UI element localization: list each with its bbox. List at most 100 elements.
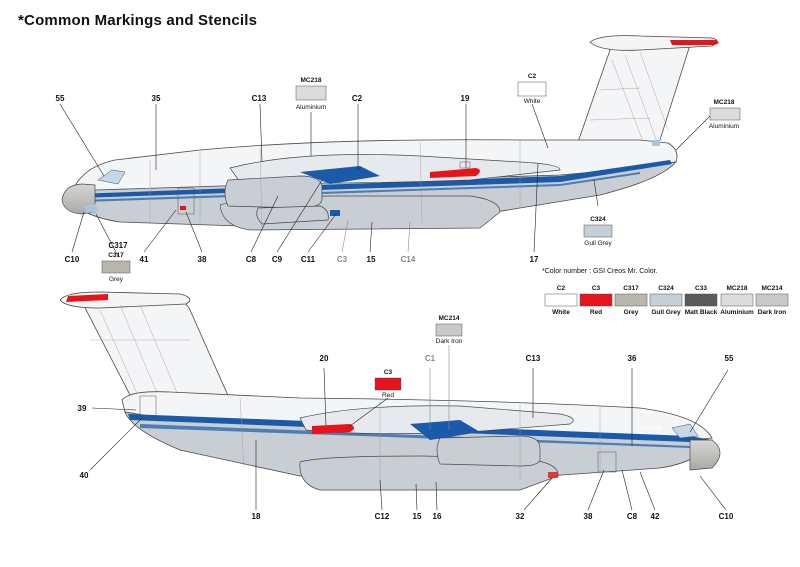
aircraft-left-view: ИЛ-76МД [61, 35, 719, 231]
legend-code: C3 [592, 285, 601, 292]
color-number-note: *Color number : GSI Creos Mr. Color. [542, 268, 658, 275]
swatch-code: MC218 [301, 77, 322, 84]
aircraft-right-view: ИЛ-76МД [59, 291, 721, 491]
callout-leaders [59, 103, 729, 511]
callout-label: 16 [433, 512, 442, 521]
callout-label: 18 [252, 512, 261, 521]
legend-name: Grey [624, 309, 639, 316]
callout-label: C317 [108, 241, 128, 250]
legend-chip [720, 293, 754, 307]
bottom-swatches: MC214 Dark Iron C3 Red [374, 315, 463, 399]
callout-label: C2 [352, 94, 363, 103]
callout-label: 15 [367, 255, 376, 264]
callout-label: C1 [425, 354, 436, 363]
callout-label: 39 [78, 404, 87, 413]
legend-item-c33: C33 Matt Black [685, 285, 718, 316]
top-callouts: 55 35 C13 C2 19 C10 C317 41 38 C8 C9 C11… [56, 94, 539, 264]
swatch-chip [583, 224, 613, 238]
callout-label: C9 [272, 255, 283, 264]
legend-chip [755, 293, 789, 307]
legend-name: Matt Black [685, 309, 718, 316]
legend-item-mc218: MC218 Aluminium [720, 285, 754, 316]
top-swatches: MC218 Aluminium C2 White MC218 Aluminium… [101, 73, 741, 283]
swatch-name: Grey [109, 276, 124, 283]
swatch-name: Aluminium [709, 123, 739, 130]
callout-label: 35 [152, 94, 161, 103]
color-legend: C2 White C3 Red C317 Grey C324 Gull Grey… [544, 285, 789, 316]
legend-code: C33 [695, 285, 707, 292]
legend-code: C324 [658, 285, 674, 292]
swatch-code: C324 [590, 216, 606, 223]
callout-label: C11 [301, 255, 316, 264]
aircraft-registration-top: ИЛ-76МД [128, 184, 150, 190]
swatch-mc218-top: MC218 Aluminium [295, 77, 327, 111]
legend-code: MC218 [727, 285, 748, 292]
swatch-mc214-bottom: MC214 Dark Iron [436, 315, 463, 345]
swatch-code: C2 [528, 73, 537, 80]
swatch-code: MC214 [439, 315, 460, 322]
legend-chip [579, 293, 613, 307]
swatch-code: C3 [384, 369, 393, 376]
legend-name: Aluminium [720, 309, 754, 316]
callout-label: C10 [719, 512, 734, 521]
legend-code: C317 [623, 285, 639, 292]
swatch-chip [101, 260, 131, 274]
swatch-chip [374, 377, 402, 391]
legend-code: MC214 [762, 285, 783, 292]
swatch-mc218-tail: MC218 Aluminium [709, 99, 741, 130]
legend-item-c324: C324 Gull Grey [649, 285, 683, 316]
swatch-chip [295, 85, 327, 101]
callout-label: C10 [65, 255, 80, 264]
callout-label: 55 [725, 354, 734, 363]
page-title: *Common Markings and Stencils [18, 12, 258, 29]
bottom-callouts: 39 40 20 C1 C13 36 55 18 C12 15 16 32 38… [78, 354, 734, 521]
legend-chip [544, 293, 578, 307]
callout-label: 38 [584, 512, 593, 521]
legend-name: Dark Iron [758, 309, 787, 316]
legend-item-c317: C317 Grey [614, 285, 648, 316]
legend-chip [614, 293, 648, 307]
aircraft-registration-bottom: ИЛ-76МД [640, 426, 662, 432]
swatch-name: Aluminium [296, 104, 326, 111]
legend-chip [649, 293, 683, 307]
legend-item-mc214: MC214 Dark Iron [755, 285, 789, 316]
callout-label: C8 [246, 255, 257, 264]
legend-chip [684, 293, 718, 307]
legend-item-c3: C3 Red [579, 285, 613, 316]
callout-label: 42 [651, 512, 660, 521]
legend-name: Gull Grey [651, 309, 681, 316]
callout-label: 40 [80, 471, 89, 480]
swatch-code: C317 [108, 252, 124, 259]
callout-label: C14 [401, 255, 416, 264]
callout-label: 17 [530, 255, 539, 264]
callout-label: 19 [461, 94, 470, 103]
callout-label: 20 [320, 354, 329, 363]
swatch-name: Gull Grey [584, 240, 612, 247]
swatch-chip [517, 81, 547, 97]
swatch-c324-top: C324 Gull Grey [583, 216, 613, 247]
swatch-name: Dark Iron [436, 338, 463, 345]
callout-label: 32 [516, 512, 525, 521]
legend-name: Red [590, 309, 602, 316]
swatch-chip [709, 107, 741, 121]
callout-label: C13 [526, 354, 541, 363]
legend-item-c2: C2 White [544, 285, 578, 316]
swatch-code: MC218 [714, 99, 735, 106]
callout-label: 41 [140, 255, 149, 264]
swatch-chip [435, 323, 463, 337]
callout-label: C3 [337, 255, 348, 264]
callout-label: C12 [375, 512, 390, 521]
swatch-c3-bottom: C3 Red [374, 369, 402, 399]
callout-label: 36 [628, 354, 637, 363]
legend-code: C2 [557, 285, 566, 292]
swatch-name: White [524, 98, 541, 105]
callout-label: C8 [627, 512, 638, 521]
callout-label: 38 [198, 255, 207, 264]
callout-label: 55 [56, 94, 65, 103]
callout-label: 15 [413, 512, 422, 521]
legend-name: White [552, 309, 570, 316]
swatch-c317-top: C317 Grey [101, 252, 131, 283]
callout-label: C13 [252, 94, 267, 103]
swatch-c2-top: C2 White [517, 73, 547, 105]
